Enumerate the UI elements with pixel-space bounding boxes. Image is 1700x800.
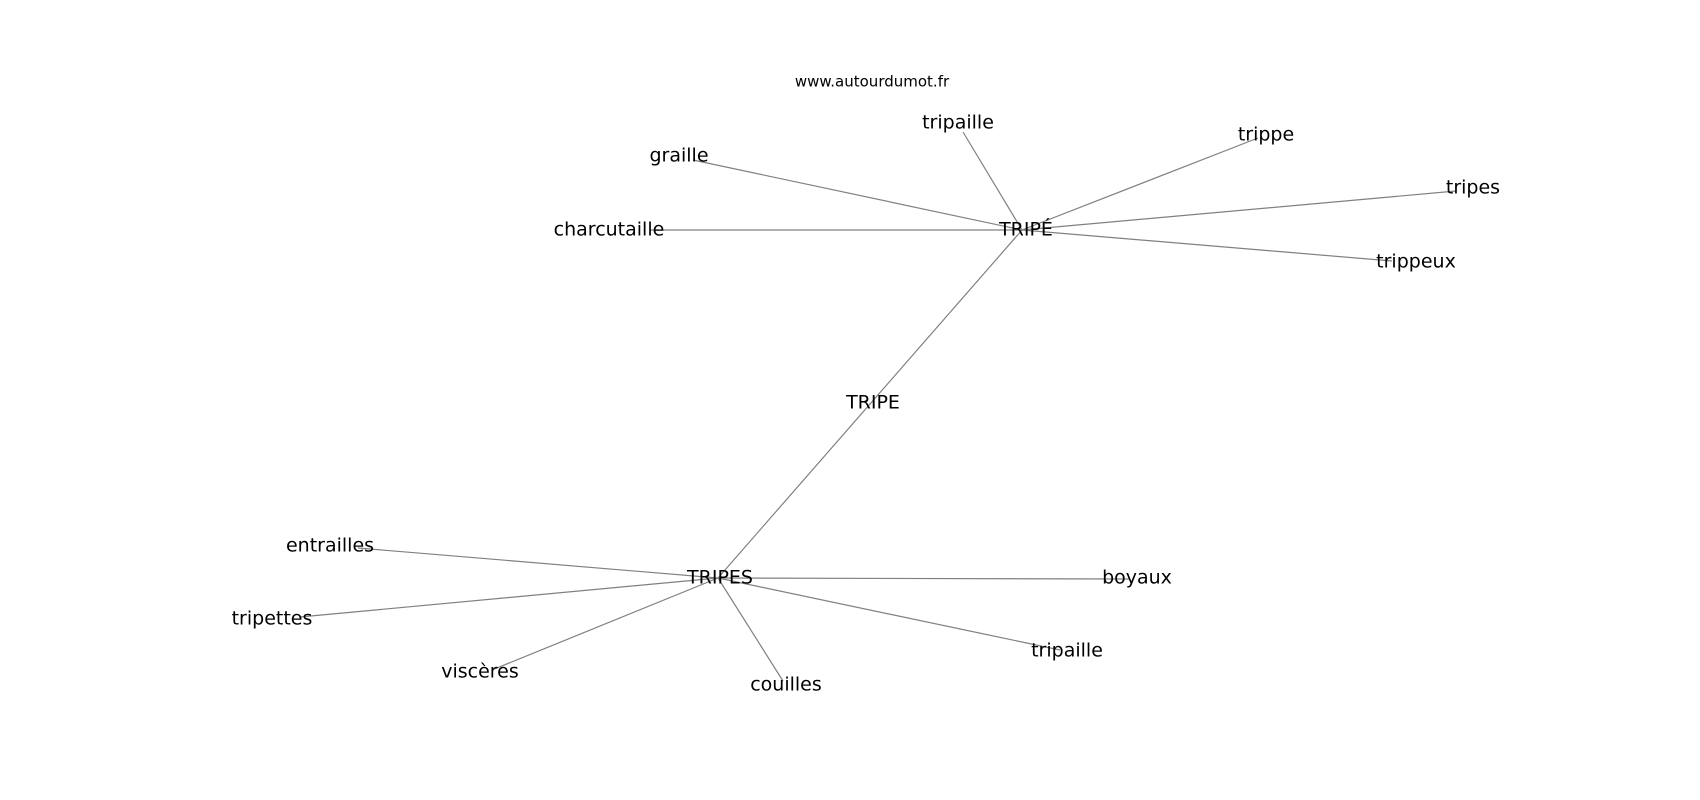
node-tripes_hub[interactable]: TRIPES [686, 567, 753, 589]
site-watermark: www.autourdumot.fr [795, 73, 950, 91]
edge-tripes_hub-visceres [491, 577, 719, 671]
edge-tripe_acc-tripaille_top [962, 131, 1023, 231]
edge-tripe_acc-tripes [1021, 190, 1457, 231]
edge-tripe_acc-trippe [1021, 137, 1259, 231]
node-tripe[interactable]: TRIPE [845, 392, 900, 414]
node-tripettes[interactable]: tripettes [232, 608, 313, 630]
edge-tripes_hub-boyaux [717, 577, 1131, 580]
node-tripaille_bot[interactable]: tripaille [1031, 640, 1103, 662]
node-graille[interactable]: graille [649, 145, 708, 167]
edge-tripe_acc-graille [692, 159, 1023, 231]
edge-tripes_hub-tripaille_bot [717, 577, 1061, 651]
node-boyaux[interactable]: boyaux [1102, 567, 1172, 589]
node-entrailles[interactable]: entrailles [286, 535, 374, 557]
edge-tripes_hub-entrailles [357, 547, 719, 579]
edges-layer [299, 131, 1457, 682]
node-visceres[interactable]: viscères [441, 661, 519, 683]
edge-tripes_hub-couilles [717, 577, 784, 682]
node-couilles[interactable]: couilles [750, 674, 822, 696]
node-trippe[interactable]: trippe [1238, 124, 1294, 146]
node-tripes[interactable]: tripes [1446, 177, 1500, 199]
node-tripe_acc[interactable]: TRIPÉ [998, 218, 1053, 241]
edge-tripe_acc-trippeux [1021, 229, 1393, 262]
node-charcutaille[interactable]: charcutaille [554, 219, 665, 241]
edge-tripes_hub-tripettes [299, 577, 719, 618]
node-trippeux[interactable]: trippeux [1376, 251, 1456, 273]
nodes-layer: TRIPE TRIPÉ TRIPES tripaille trippe graille tr… [232, 112, 1500, 696]
node-tripaille_top[interactable]: tripaille [922, 112, 994, 134]
edge-tripe_acc-tripes_hub [717, 229, 1023, 579]
